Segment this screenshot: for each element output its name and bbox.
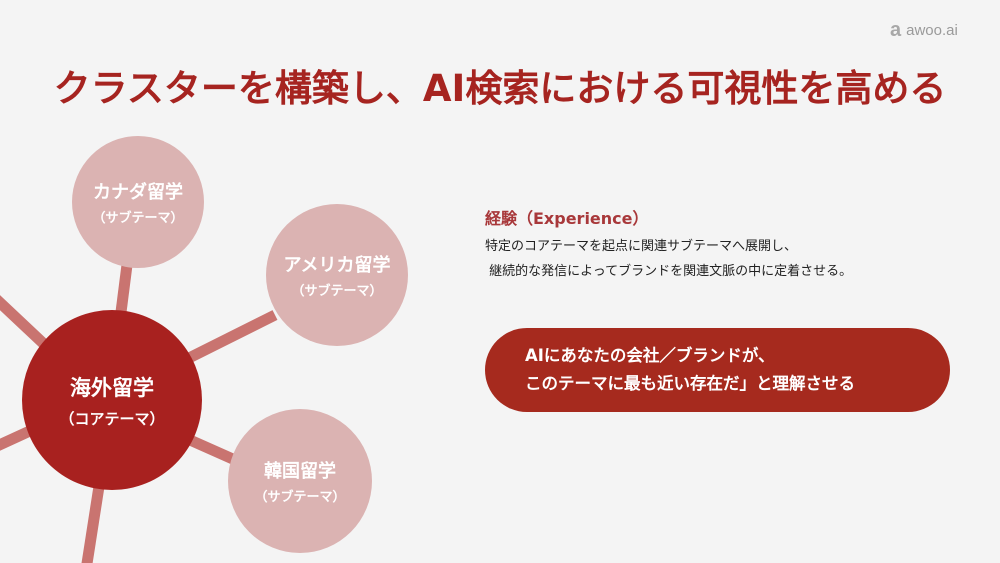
connector-america xyxy=(182,310,278,365)
node-label: 韓国留学 xyxy=(264,461,336,482)
subtheme-node-korea: 韓国留学 （サブテーマ） xyxy=(228,409,372,553)
description-line: 特定のコアテーマを起点に関連サブテーマへ展開し、 xyxy=(485,239,798,254)
node-label: カナダ留学 xyxy=(93,182,183,203)
connector-offscreen-upper-left xyxy=(0,295,49,350)
awoo-logo-icon: a xyxy=(890,19,902,41)
subtheme-node-america: アメリカ留学 （サブテーマ） xyxy=(266,204,408,346)
brand-name: awoo.ai xyxy=(906,21,958,39)
subtheme-node-canada: カナダ留学 （サブテーマ） xyxy=(72,136,204,268)
subtheme-circle-korea xyxy=(228,409,372,553)
subtheme-circle-canada xyxy=(72,136,204,268)
description-line: 継続的な発信によってブランドを関連文脈の中に定着させる。 xyxy=(485,264,853,279)
node-label: 海外留学 xyxy=(70,375,154,400)
node-label: アメリカ留学 xyxy=(283,255,391,276)
subtheme-circle-america xyxy=(266,204,408,346)
callout-line: このテーマに最も近い存在だ」と理解させる xyxy=(525,374,855,393)
connector-offscreen-bottom xyxy=(81,479,106,563)
connector-korea xyxy=(187,434,238,466)
experience-heading: 経験（Experience） xyxy=(485,209,649,228)
experience-description: 特定のコアテーマを起点に関連サブテーマへ展開し、 継続的な発信によってブランドを… xyxy=(485,234,852,284)
slide-title: クラスターを構築し、AI検索における可視性を高める xyxy=(53,67,947,110)
core-circle xyxy=(22,310,202,490)
node-sublabel: （サブテーマ） xyxy=(92,211,184,226)
node-sublabel: （コアテーマ） xyxy=(59,409,165,428)
node-sublabel: （サブテーマ） xyxy=(291,284,383,299)
core-node: 海外留学 （コアテーマ） xyxy=(22,310,202,490)
callout-pill: AIにあなたの会社／ブランドが、 このテーマに最も近い存在だ」と理解させる xyxy=(485,328,950,412)
node-sublabel: （サブテーマ） xyxy=(254,490,346,505)
connector-offscreen-lower-left xyxy=(0,425,35,451)
brand-logo: a awoo.ai xyxy=(890,20,958,40)
callout-line: AIにあなたの会社／ブランドが、 xyxy=(525,346,775,365)
